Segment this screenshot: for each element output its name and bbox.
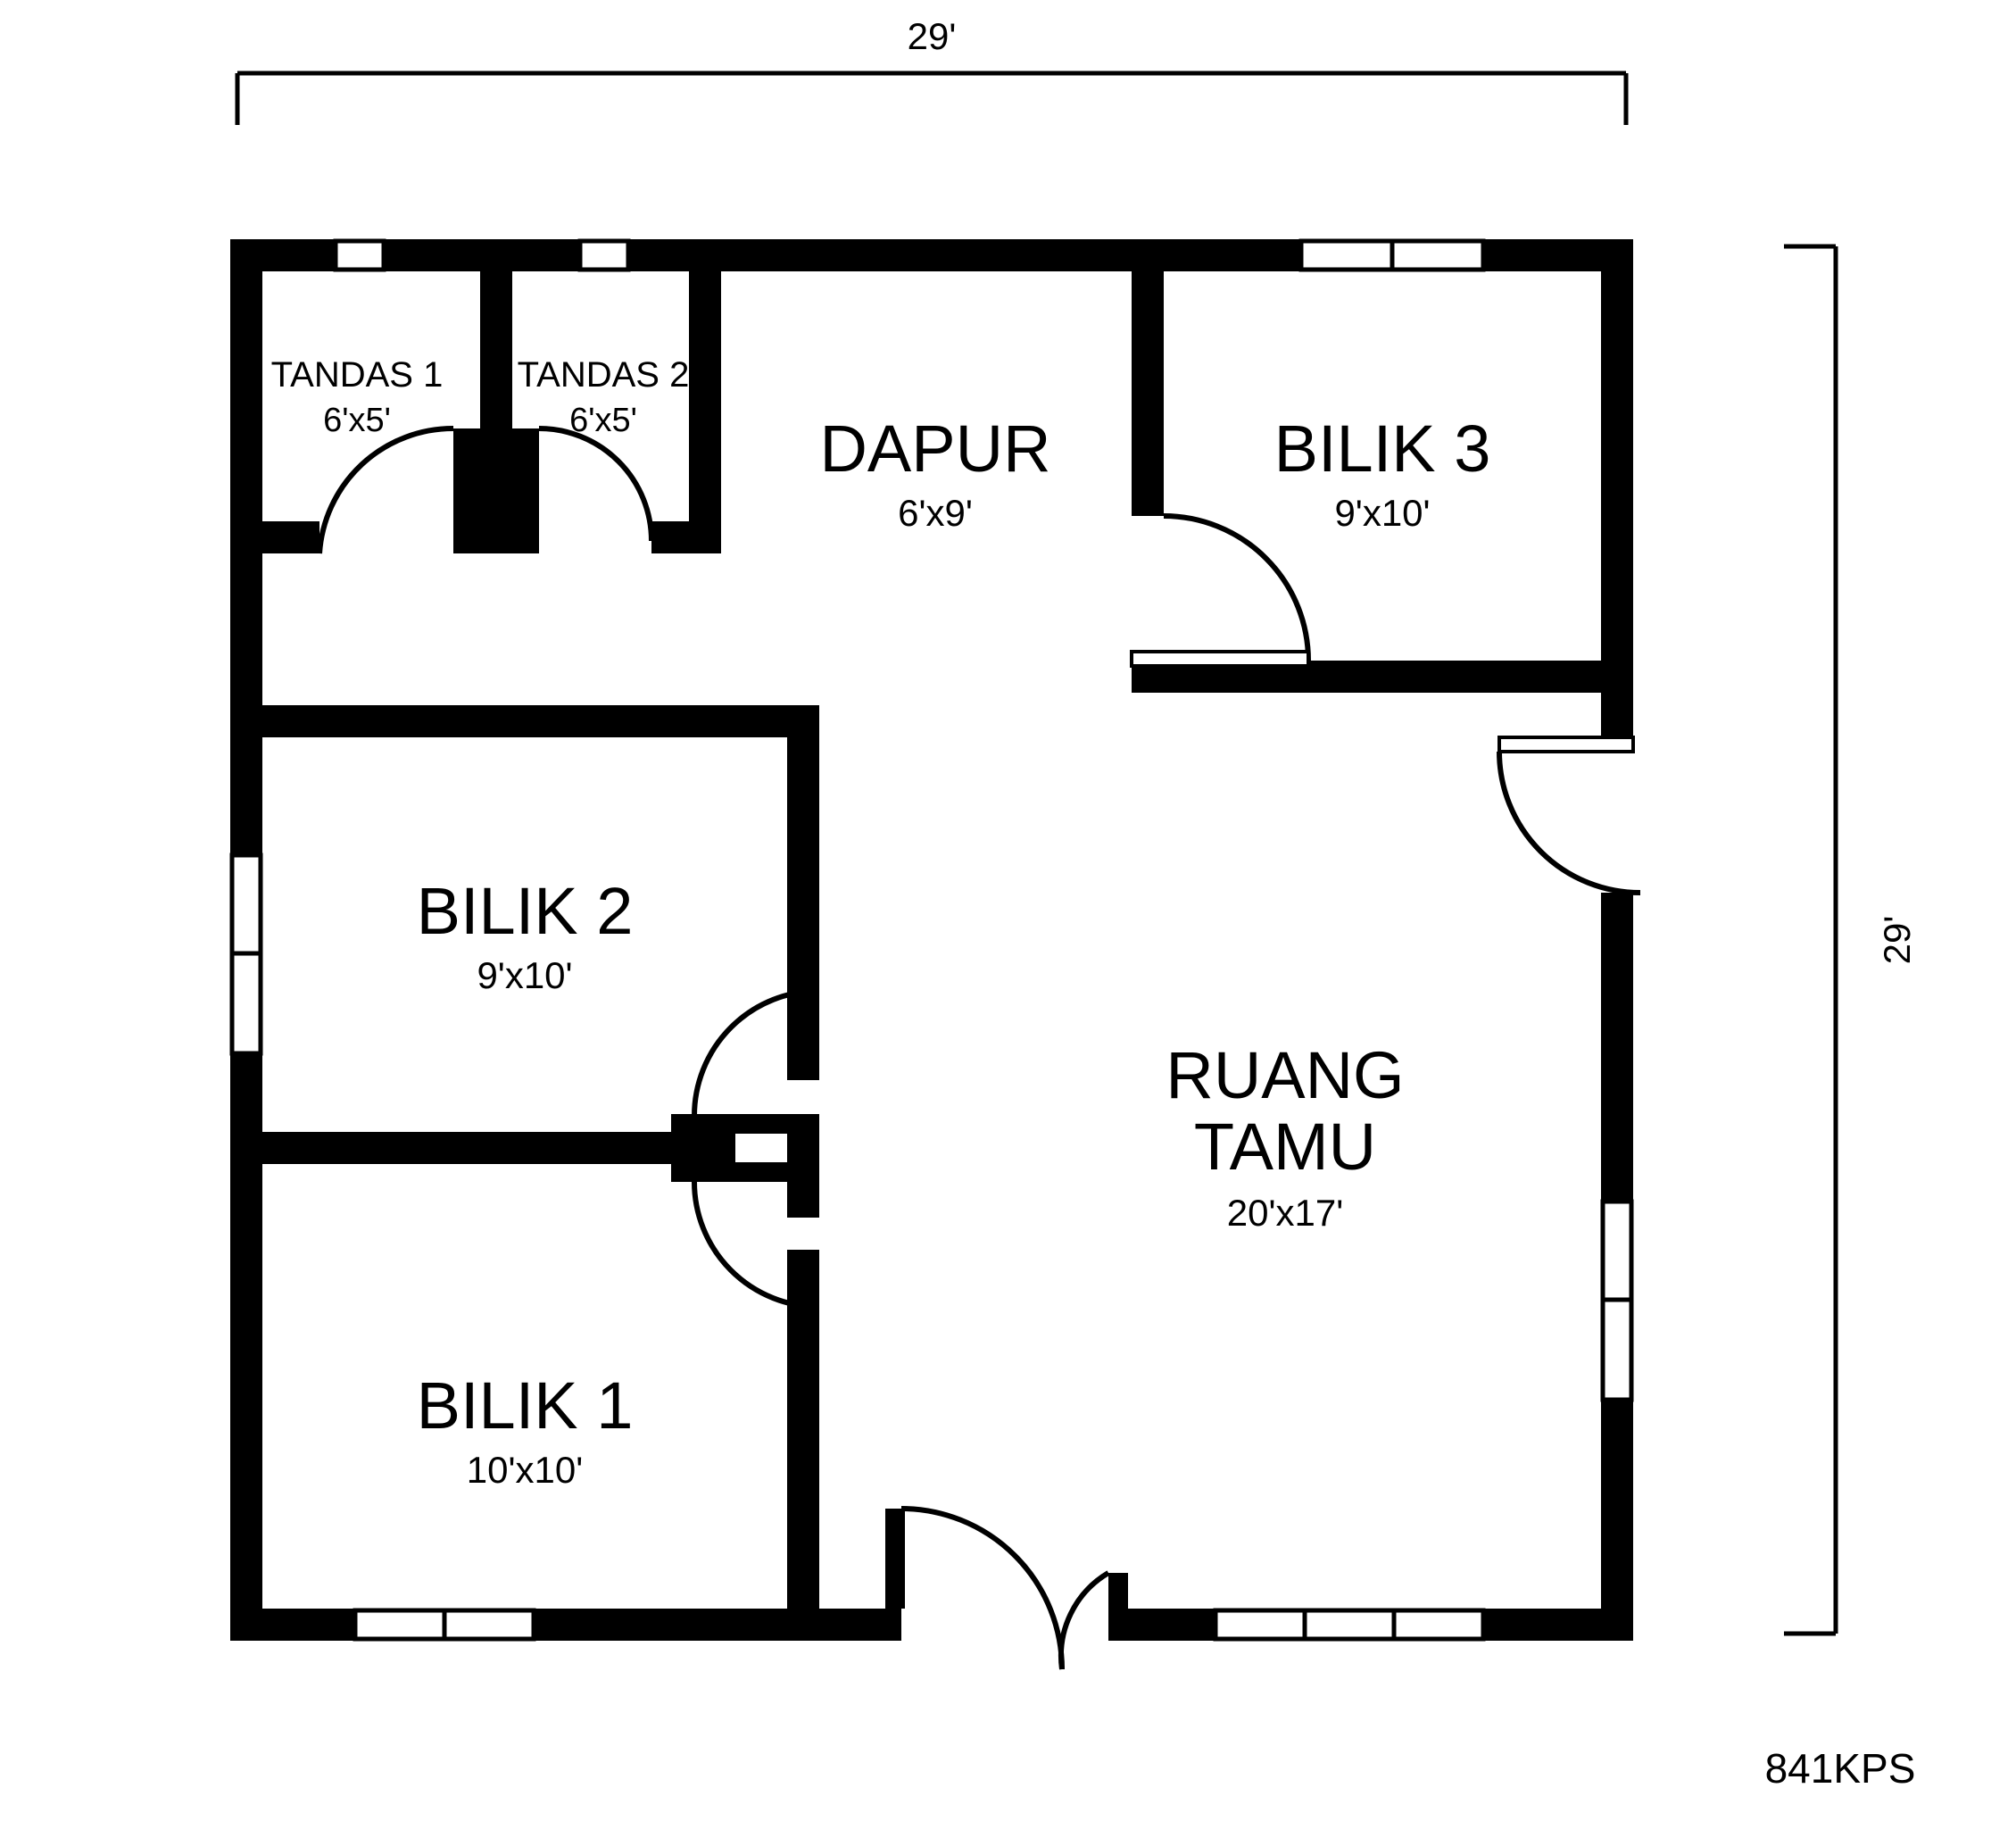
wall-door-head-lower [671, 1162, 819, 1182]
wall-top-seg-3 [628, 239, 1301, 271]
right-dimension-bracket [1784, 244, 1838, 1636]
wall-bottom-seg-1 [230, 1609, 355, 1641]
window-bilik-3-pane-1 [1298, 238, 1395, 272]
wall-right-seg-1 [1601, 239, 1633, 741]
wall-tandas1-door-jamb [453, 428, 480, 553]
wall-bilik1-bilik2-separator [230, 1132, 735, 1164]
wall-tandas1-bottom [230, 521, 319, 553]
window-ruang-tamu-bottom-pane-1 [1213, 1608, 1307, 1642]
door-bilik-1-swing-arc [692, 1181, 820, 1310]
window-bilik-2-pane-2 [229, 951, 263, 1056]
door-main-entry-leaf-1-arc [900, 1506, 1065, 1670]
window-bilik-1-pane-1 [353, 1608, 447, 1642]
wall-tandas2-door-jamb [512, 428, 539, 553]
wall-bilik1-right [787, 1250, 819, 1641]
door-main-entry-jamb-right [1108, 1573, 1128, 1641]
wall-dapur-bilik3-partition [1132, 239, 1164, 516]
door-tandas-2-swing-arc [538, 426, 654, 542]
window-bilik-1-pane-2 [442, 1608, 536, 1642]
window-ruang-tamu-bottom-pane-3 [1391, 1608, 1486, 1642]
window-bilik-2-pane-1 [229, 852, 263, 956]
door-bilik-1 [692, 1181, 820, 1310]
wall-assembly [230, 239, 1633, 1641]
door-tandas-2 [538, 426, 654, 542]
wall-bottom-seg-2 [534, 1609, 901, 1641]
dimension-label-right: 29' [1876, 916, 1918, 965]
door-tandas-1 [317, 425, 454, 554]
door-bilik-2-swing-arc [692, 988, 820, 1117]
wall-right-seg-2 [1601, 893, 1633, 1202]
window-ruang-tamu-right-pane-2 [1600, 1297, 1634, 1402]
wall-bilik2-right [787, 705, 819, 1080]
door-bilik-3-swing-arc [1163, 513, 1311, 661]
door-tandas-1-swing-arc [317, 425, 454, 554]
door-main-entry [885, 1506, 1128, 1670]
window-assembly [229, 238, 1634, 1642]
top-dimension-bracket [235, 71, 1629, 125]
door-main-entry-jamb-left [885, 1509, 905, 1609]
wall-tandas2-bottom [651, 521, 721, 553]
wall-door-head-upper [671, 1114, 819, 1134]
window-bilik-3-pane-2 [1390, 238, 1486, 272]
door-side-entry-swing-arc [1497, 751, 1641, 895]
wall-bilik2-top [230, 705, 819, 737]
wall-tandas2-right [689, 239, 721, 553]
door-side-entry [1497, 736, 1641, 895]
door-bilik-2 [692, 988, 820, 1117]
window-ruang-tamu-bottom-pane-2 [1302, 1608, 1397, 1642]
wall-bottom-seg-4 [1483, 1609, 1633, 1641]
door-bilik-3 [1130, 513, 1311, 668]
door-main-entry-leaf-2-arc [1058, 1570, 1110, 1670]
wall-right-seg-3 [1601, 1400, 1633, 1641]
wall-tandas-partition-left-jamb [480, 500, 512, 553]
window-ruang-tamu-right-pane-1 [1600, 1199, 1634, 1302]
window-tandas-2 [577, 238, 631, 272]
door-side-entry-leaf [1497, 736, 1635, 753]
dimension-label-top: 29' [908, 15, 957, 57]
title-stamp: 841KPS [1765, 1745, 1916, 1792]
door-bilik-3-leaf [1130, 650, 1310, 668]
window-tandas-1 [333, 238, 386, 272]
